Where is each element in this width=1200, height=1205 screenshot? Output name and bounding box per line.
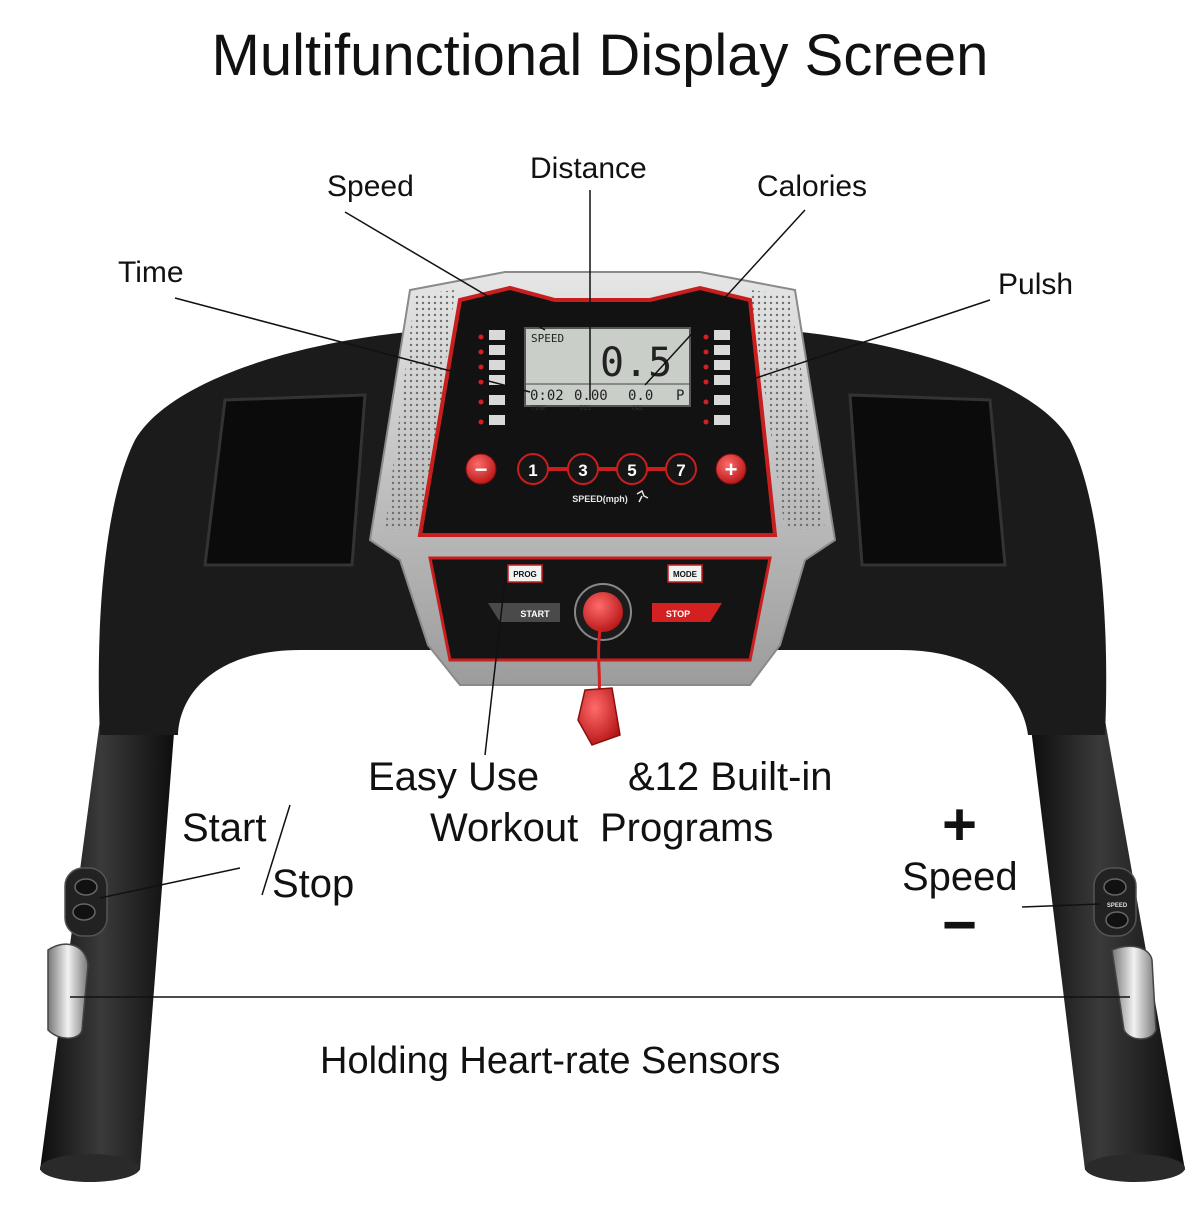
lcd-screen [524,327,691,407]
handle-start-button[interactable] [74,878,98,896]
workout-callout: Workout [430,806,579,850]
programs-callout: Programs [600,806,774,850]
quick-speed-5-button[interactable]: 5 [616,453,648,485]
prog-button[interactable]: PROG [507,564,543,583]
sensors-callout: Holding Heart-rate Sensors [320,1040,781,1082]
start-label: START [520,609,550,619]
speed-leader-line [344,211,546,331]
program-indicators-left [478,330,505,425]
quick-plus-label: + [725,457,738,482]
time-callout: Time [118,256,184,289]
calories-leader-line [644,209,806,386]
speed-callout: Speed [327,170,414,203]
lcd-cal-label: CAL [632,405,643,412]
right-cup-holder [848,393,1007,567]
quick-minus-button[interactable]: − [465,453,497,485]
right-arm [1030,720,1185,1170]
prog-label: PROG [513,570,537,579]
left-speaker-grille [385,290,455,530]
pulse-callout: Pulsh [998,268,1074,301]
start-callout: Start [182,806,267,850]
quick-speed-1-label: 1 [528,461,537,480]
mode-button[interactable]: MODE [667,564,703,583]
start-button[interactable]: START [488,603,560,622]
speed-plus-symbol: + [942,791,978,858]
pulse-leader-line [719,299,991,391]
speed-side-callout: Speed [902,855,1018,899]
stop-button[interactable]: STOP [652,603,722,622]
quick-speed-3-button[interactable]: 3 [567,453,599,485]
quick-speed-7-label: 7 [676,461,685,480]
quick-speed-5-label: 5 [627,461,636,480]
lcd-mode: SPEED [531,332,564,345]
calories-callout: Calories [757,170,868,203]
handle-speed-up-button[interactable] [1103,878,1127,896]
quick-speed-7-button[interactable]: 7 [665,453,697,485]
quick-minus-label: − [475,457,488,482]
start-stop-slash [261,804,291,896]
stop-label: STOP [666,609,690,619]
lcd-pulse: P [676,388,684,404]
right-arm-cap [1085,1154,1185,1182]
right-speaker-grille [750,290,825,530]
speed-handle-leader-line [1021,903,1101,908]
page-title: Multifunctional Display Screen [211,23,989,88]
stop-callout: Stop [272,862,355,906]
time-leader-line [174,297,531,393]
handle-speed-down-button[interactable] [1105,911,1129,929]
safety-key[interactable] [574,583,632,746]
quick-plus-button[interactable]: + [715,453,747,485]
lcd-time: 0:02 [530,388,564,404]
left-arm [40,720,175,1170]
lcd-cal: 0.0 [628,388,653,404]
quick-speed-1-button[interactable]: 1 [517,453,549,485]
left-handle-controls [64,867,108,937]
left-cup-holder [203,393,367,567]
speed-minus-symbol: − [942,891,978,958]
mode-label: MODE [673,570,698,579]
lcd-big-value: 0.5 [600,340,672,386]
easy-use-callout: Easy Use [368,755,540,799]
built-in-callout: &12 Built-in [628,755,833,799]
right-heart-rate-sensor [1111,945,1157,1040]
program-indicators-right [703,330,730,425]
runner-icon [636,489,649,503]
left-heart-rate-sensor [47,943,89,1039]
handle-speed-label: SPEED [1107,903,1128,909]
left-arm-cap [40,1154,140,1182]
lcd-dist-label: DIS [580,405,591,412]
distance-callout: Distance [530,152,647,185]
lcd-dist: 0.00 [574,388,608,404]
lcd-time-label: TIME [531,405,546,412]
handle-stop-button[interactable] [72,903,96,921]
speed-caption: SPEED(mph) [572,494,628,504]
callout-lines [70,190,1130,998]
start-stop-leader-line [99,867,241,899]
quick-speed-3-label: 3 [578,461,587,480]
prog-leader-line [484,579,506,756]
